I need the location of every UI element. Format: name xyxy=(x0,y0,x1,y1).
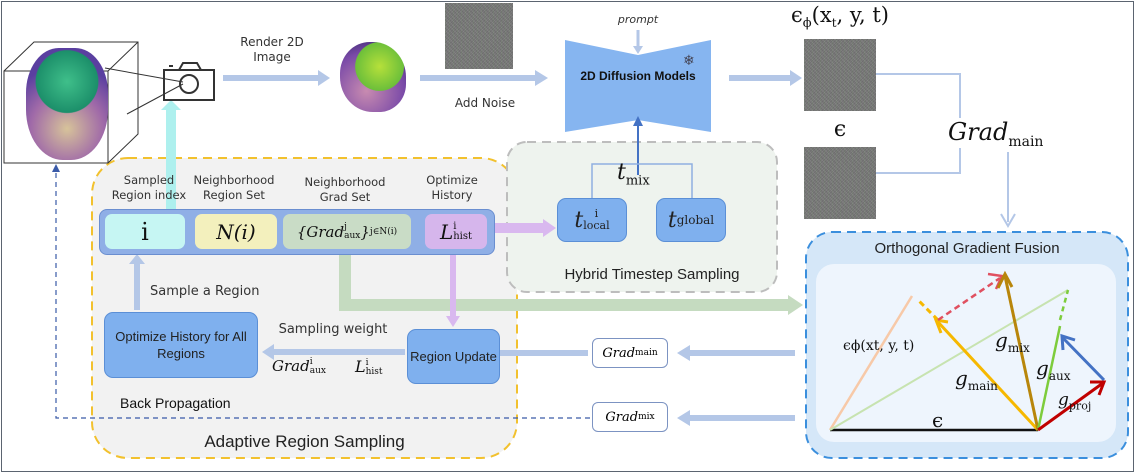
sampling-weight-label: Sampling weight xyxy=(278,322,388,337)
eps-phi-title: ϵϕ(xt, y, t) xyxy=(791,3,889,32)
neighborhood-set-cell[interactable]: N(i) xyxy=(195,214,277,249)
predicted-noise-image xyxy=(804,39,876,111)
3d-head-image xyxy=(26,48,108,160)
camera-icon xyxy=(163,62,215,101)
rendered-2d-image xyxy=(340,42,406,112)
prompt-label: prompt xyxy=(617,13,659,26)
g-mix-label: gmix xyxy=(995,328,1030,355)
snowflake-icon: ❄ xyxy=(683,52,695,68)
g-aux-label: gaux xyxy=(1036,356,1071,383)
true-noise-image xyxy=(804,147,876,219)
eps-title: ϵ xyxy=(833,117,847,142)
diffusion-model-label: 2D Diffusion Models xyxy=(580,69,696,83)
g-main-label: gmain xyxy=(955,366,998,393)
hybrid-timestep-panel xyxy=(506,141,778,293)
add-noise-label: Add Noise xyxy=(454,96,516,110)
adaptive-region-sampling-title: Adaptive Region Sampling xyxy=(204,432,405,451)
t-mix-label: tmix xyxy=(617,160,650,189)
hybrid-timestep-title: Hybrid Timestep Sampling xyxy=(564,266,740,283)
region-update-box[interactable]: Region Update xyxy=(407,329,500,384)
diffusion-model-shape xyxy=(565,40,711,132)
orthogonal-gradient-fusion-title: Orthogonal Gradient Fusion xyxy=(874,240,1060,257)
noise-image xyxy=(445,3,513,69)
back-propagation-label: Back Propagation xyxy=(120,395,231,411)
fusion-eps-phi-label: ϵϕ(xt, y, t) xyxy=(843,338,915,354)
fusion-eps-label: ϵ xyxy=(932,408,944,432)
render-2d-label: Render 2D Image xyxy=(240,35,304,64)
region-index-cell[interactable]: i xyxy=(105,214,185,249)
sample-region-label: Sample a Region xyxy=(150,284,260,299)
grad-main-label: Gradmain xyxy=(948,118,1044,150)
g-proj-label: gproj xyxy=(1058,390,1092,413)
fusion-vectors xyxy=(828,270,1107,432)
optimize-history-box[interactable]: Optimize History for All Regions xyxy=(104,312,258,378)
